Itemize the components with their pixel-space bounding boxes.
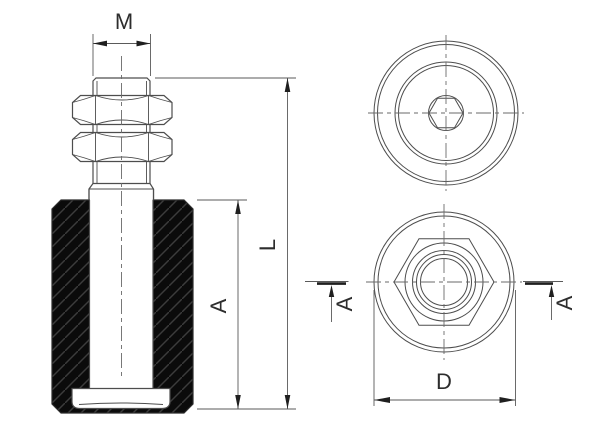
label-outer-diameter: D	[436, 369, 452, 394]
arrowhead-down	[235, 395, 241, 409]
dimension-A	[197, 199, 247, 409]
label-overall-length: L	[255, 239, 280, 251]
screw-head	[71, 387, 171, 410]
label-thread-diameter: M	[115, 9, 133, 34]
socket-end-view	[368, 35, 524, 191]
section-marker-left	[305, 281, 349, 322]
arrowhead-left	[374, 397, 390, 403]
label-section-left: A	[332, 296, 357, 311]
arrowhead-up	[328, 285, 335, 297]
hex-nut-upper	[71, 94, 173, 126]
section-marker-right	[523, 281, 563, 320]
dimension-L	[155, 77, 296, 410]
dimension-M	[92, 34, 151, 76]
arrowhead-up	[548, 285, 555, 297]
side-section-view	[51, 56, 194, 414]
arrowhead-left	[93, 40, 107, 47]
arrowhead-up	[235, 200, 241, 214]
hex-nut-lower	[71, 131, 173, 163]
nut-end-view	[366, 204, 522, 360]
arrowhead-up	[284, 78, 291, 92]
thread-major-circle	[416, 254, 472, 310]
arrowhead-right	[136, 40, 151, 47]
label-section-right: A	[552, 295, 577, 310]
label-body-height: A	[206, 298, 231, 313]
screw-head-chamfer-line	[78, 402, 164, 405]
dimension-D	[373, 290, 516, 406]
arrowhead-down	[284, 395, 291, 409]
arrowhead-right	[499, 397, 516, 403]
